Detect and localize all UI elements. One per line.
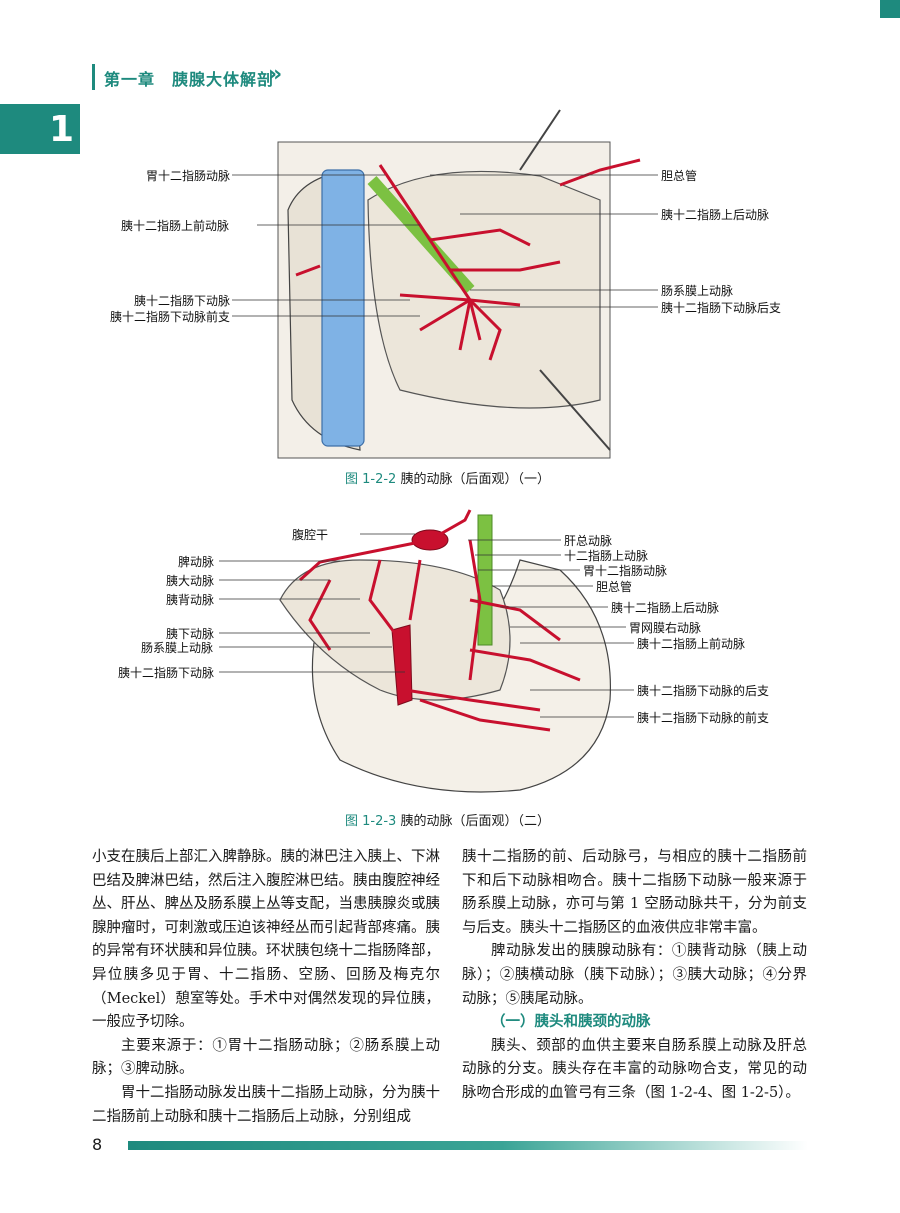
label-inferior-pd-artery-anterior-branch: 胰十二指肠下动脉的前支 [637, 711, 770, 725]
paragraph: 小支在胰后上部汇入脾静脉。胰的淋巴注入胰上、下淋巴结及脾淋巴结，然后注入腹腔淋巴… [92, 849, 440, 1031]
label-great-pancreatic-artery: 胰大动脉 [166, 574, 215, 588]
chapter-number-tab: 1 [0, 104, 80, 154]
header-rule [92, 64, 95, 90]
superior-mesenteric-artery-shape [391, 624, 413, 706]
label-inferior-pd-artery: 胰十二指肠下动脉 [134, 294, 231, 308]
artery-branches [295, 158, 641, 361]
paragraph: 主要来源于：①胃十二指肠动脉；②肠系膜上动脉；③脾动脉。 [92, 1037, 440, 1078]
label-dorsal-pancreatic-artery: 胰背动脉 [166, 593, 215, 607]
left-column: 小支在胰后上部汇入脾静脉。胰的淋巴注入胰上、下淋巴结及脾淋巴结，然后注入腹腔淋巴… [92, 846, 440, 1129]
retractor-top [519, 109, 561, 171]
section-heading: （一）胰头和胰颈的动脉 [491, 1014, 651, 1031]
label-inferior-pd-artery-posterior-branch: 胰十二指肠下动脉的后支 [637, 684, 770, 698]
label-posterior-superior-pd-artery: 胰十二指肠上后动脉 [611, 601, 720, 615]
figure-1-leader-lines [232, 174, 658, 317]
label-anterior-superior-pd-artery: 胰十二指肠上前动脉 [637, 637, 746, 651]
chapter-title: 第一章 胰腺大体解剖 [104, 70, 275, 89]
label-common-bile-duct: 胆总管 [661, 169, 698, 183]
figure-1-caption-number: 图 1-2-2 [345, 472, 397, 487]
bile-duct-shape [367, 176, 475, 294]
figure-1-caption: 图 1-2-2 胰的动脉（后面观）（一） [345, 468, 550, 487]
label-inferior-pd-artery: 胰十二指肠下动脉 [118, 666, 215, 680]
figure-1-caption-text: 胰的动脉（后面观）（一） [400, 472, 550, 487]
label-posterior-superior-pd-artery: 胰十二指肠上后动脉 [661, 208, 770, 222]
label-splenic-artery: 脾动脉 [178, 555, 215, 569]
right-column: 胰十二指肠的前、后动脉弓，与相应的胰十二指肠前下和后下动脉相吻合。胰十二指肠下动… [462, 846, 807, 1106]
label-inferior-pancreatic-artery: 胰下动脉 [166, 627, 215, 641]
paragraph: 脾动脉发出的胰腺动脉有：①胰背动脉（胰上动脉）；②胰横动脉（胰下动脉）；③胰大动… [462, 943, 807, 1007]
label-gastroduodenal-artery: 胃十二指肠动脉 [583, 564, 668, 578]
label-superior-mesenteric-artery: 肠系膜上动脉 [661, 284, 734, 298]
page-number: 8 [92, 1135, 103, 1154]
paragraph: 胰头、颈部的血供主要来自肠系膜上动脉及肝总动脉的分支。胰头存在丰富的动脉吻合支，… [462, 1037, 807, 1101]
artery-branches [298, 509, 581, 732]
paragraph: 胃十二指肠动脉发出胰十二指肠上动脉，分为胰十二指肠前上动脉和胰十二指肠后上动脉，… [92, 1084, 440, 1125]
label-celiac-trunk: 腹腔干 [292, 528, 329, 542]
paragraph: 胰十二指肠的前、后动脉弓，与相应的胰十二指肠前下和后下动脉相吻合。胰十二指肠下动… [462, 849, 807, 936]
label-supraduodenal-artery: 十二指肠上动脉 [564, 549, 649, 563]
figure-2-caption-text: 胰的动脉（后面观）（二） [400, 814, 550, 829]
double-chevron-icon: » [268, 62, 283, 87]
label-inferior-pd-artery-posterior-branch: 胰十二指肠下动脉后支 [661, 301, 782, 315]
figure-2-caption-number: 图 1-2-3 [345, 814, 397, 829]
corner-mark [880, 0, 900, 18]
vein-shape [321, 169, 365, 447]
label-gastroduodenal-artery: 胃十二指肠动脉 [146, 169, 231, 183]
label-right-gastroepiploic-artery: 胃网膜右动脉 [629, 621, 702, 635]
label-common-bile-duct: 胆总管 [596, 580, 633, 594]
retractor-bottom [539, 369, 611, 451]
label-superior-mesenteric-artery: 肠系膜上动脉 [141, 641, 214, 655]
label-common-hepatic-artery: 肝总动脉 [564, 534, 613, 548]
bile-duct-shape [477, 514, 493, 646]
figure-2-caption: 图 1-2-3 胰的动脉（后面观）（二） [345, 810, 550, 829]
label-inferior-pd-artery-anterior-branch: 胰十二指肠下动脉前支 [110, 310, 231, 324]
footer-bar [128, 1141, 808, 1150]
figure-2-leader-lines [219, 533, 634, 718]
label-anterior-superior-pd-artery: 胰十二指肠上前动脉 [121, 219, 230, 233]
